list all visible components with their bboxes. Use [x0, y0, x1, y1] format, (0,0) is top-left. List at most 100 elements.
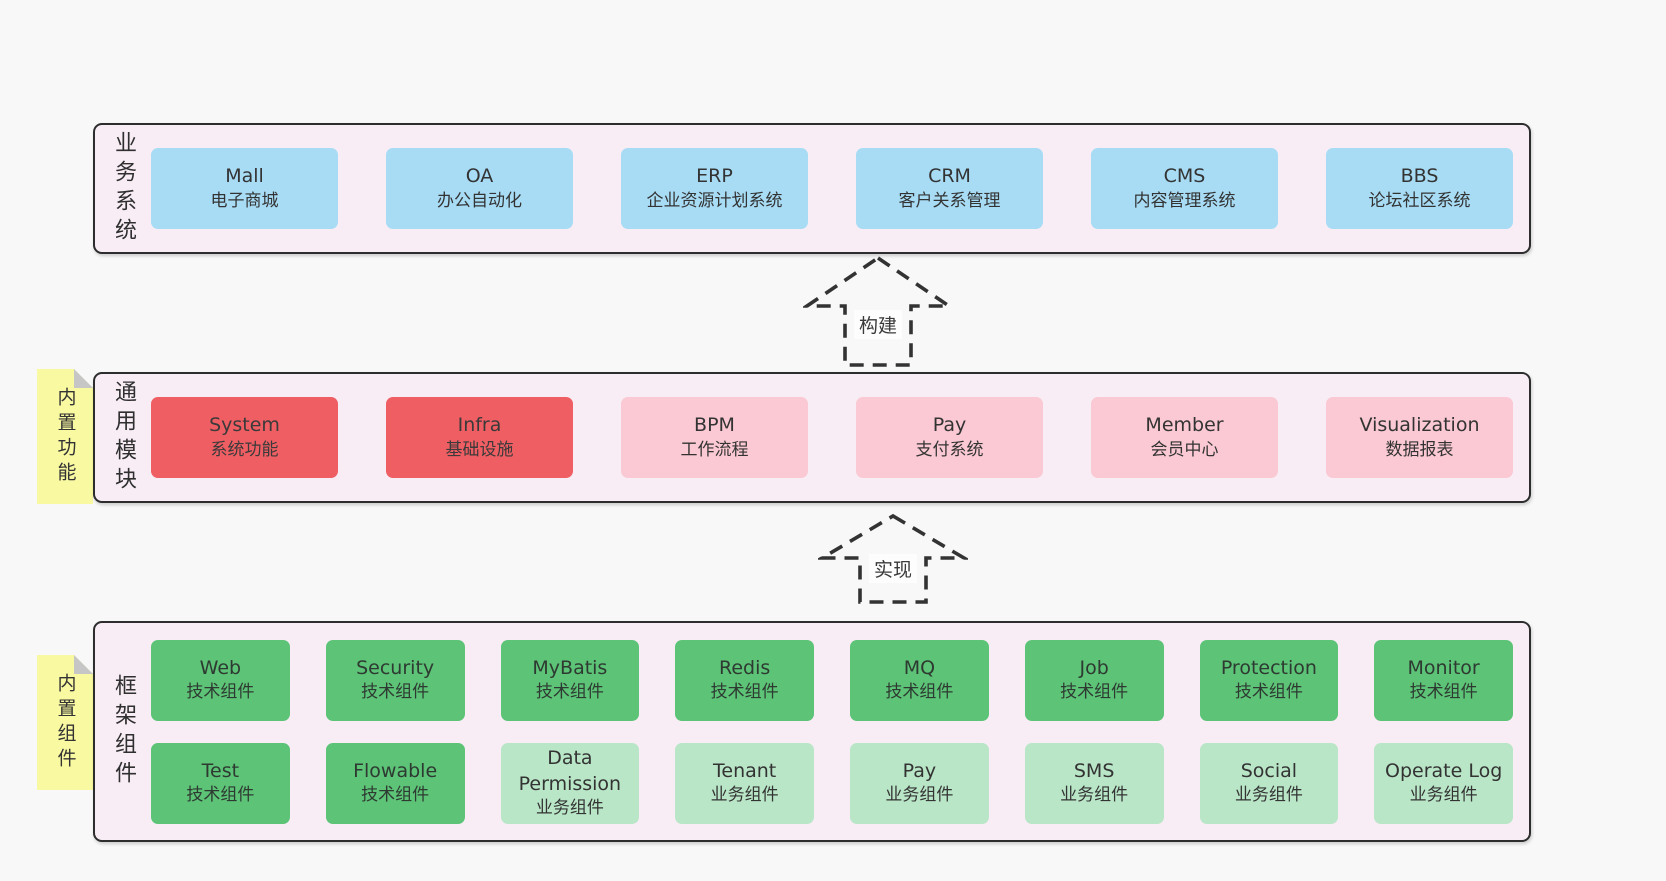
- box-pay-component: Pay 业务组件: [850, 742, 989, 824]
- box-name: MyBatis: [532, 656, 608, 679]
- layer-common-modules: 通用模块 System 系统功能 Infra 基础设施 BPM 工作流程 Pay…: [93, 372, 1531, 503]
- box-desc: 技术组件: [1409, 682, 1478, 703]
- box-name: System: [209, 414, 280, 437]
- box-job: Job 技术组件: [1024, 639, 1164, 721]
- business-boxes: Mall 电子商城 OA 办公自动化 ERP 企业资源计划系统 CRM 客户关系…: [151, 148, 1529, 229]
- layer-label-column: 框架组件: [95, 623, 151, 840]
- box-bpm: BPM 工作流程: [621, 397, 808, 478]
- component-row-biz: Test 技术组件 Flowable 技术组件 Data Permission …: [151, 742, 1513, 824]
- box-name: Test: [201, 759, 240, 782]
- arrow-label: 实现: [868, 554, 918, 583]
- box-data-permission: Data Permission 业务组件: [500, 742, 640, 824]
- box-desc: 数据报表: [1385, 439, 1454, 460]
- box-test: Test 技术组件: [151, 742, 290, 824]
- box-operate-log: Operate Log 业务组件: [1374, 742, 1513, 824]
- component-rows: Web 技术组件 Security 技术组件 MyBatis 技术组件 Redi…: [151, 639, 1529, 824]
- box-name: Data Permission: [518, 746, 622, 795]
- up-arrow-implement: 实现: [818, 512, 968, 606]
- box-security: Security 技术组件: [325, 639, 465, 721]
- box-desc: 支付系统: [915, 439, 984, 460]
- box-desc: 办公自动化: [437, 190, 522, 211]
- box-desc: 技术组件: [1060, 682, 1129, 703]
- box-member: Member 会员中心: [1091, 397, 1278, 478]
- box-name: BPM: [694, 414, 735, 437]
- box-name: MQ: [903, 656, 936, 679]
- box-name: Protection: [1220, 656, 1317, 679]
- box-erp: ERP 企业资源计划系统: [621, 148, 808, 229]
- box-social: Social 业务组件: [1199, 742, 1339, 824]
- box-desc: 会员中心: [1150, 439, 1219, 460]
- box-visualization: Visualization 数据报表: [1326, 397, 1513, 478]
- box-crm: CRM 客户关系管理: [856, 148, 1043, 229]
- box-oa: OA 办公自动化: [386, 148, 573, 229]
- up-arrow-build: 构建: [803, 254, 953, 370]
- box-desc: 技术组件: [885, 682, 954, 703]
- box-name: ERP: [696, 165, 733, 188]
- box-desc: 技术组件: [710, 682, 779, 703]
- box-sms: SMS 业务组件: [1024, 742, 1164, 824]
- box-desc: 技术组件: [361, 785, 430, 806]
- box-desc: 客户关系管理: [898, 190, 1001, 211]
- box-mq: MQ 技术组件: [850, 639, 989, 721]
- box-desc: 业务组件: [1409, 785, 1478, 806]
- box-name: Security: [356, 656, 435, 679]
- box-desc: 技术组件: [361, 682, 430, 703]
- layer-title: 业务系统: [111, 130, 136, 247]
- box-name: Mall: [225, 165, 264, 188]
- box-name: Tenant: [713, 759, 777, 782]
- box-name: Pay: [902, 759, 937, 782]
- layer-label-column: 业务系统: [95, 125, 151, 252]
- box-desc: 内容管理系统: [1133, 190, 1236, 211]
- box-desc: 技术组件: [186, 682, 255, 703]
- box-name: Infra: [457, 414, 502, 437]
- box-name: BBS: [1400, 165, 1439, 188]
- box-name: Operate Log: [1384, 759, 1503, 782]
- box-desc: 业务组件: [535, 798, 604, 819]
- box-mall: Mall 电子商城: [151, 148, 338, 229]
- box-desc: 技术组件: [535, 682, 604, 703]
- box-tenant: Tenant 业务组件: [675, 742, 814, 824]
- layer-title: 框架组件: [111, 673, 136, 790]
- box-system: System 系统功能: [151, 397, 338, 478]
- box-redis: Redis 技术组件: [675, 639, 814, 721]
- layer-title: 通用模块: [111, 379, 136, 496]
- box-name: Web: [199, 656, 242, 679]
- box-pay-system: Pay 支付系统: [856, 397, 1043, 478]
- module-boxes: System 系统功能 Infra 基础设施 BPM 工作流程 Pay 支付系统…: [151, 397, 1529, 478]
- layer-framework-components: 框架组件 Web 技术组件 Security 技术组件 MyBatis 技术组件…: [93, 621, 1531, 842]
- box-desc: 技术组件: [1234, 682, 1303, 703]
- box-infra: Infra 基础设施: [386, 397, 573, 478]
- layer-business-systems: 业务系统 Mall 电子商城 OA 办公自动化 ERP 企业资源计划系统 CRM…: [93, 123, 1531, 254]
- box-name: OA: [465, 165, 494, 188]
- sticky-note-built-in-components: 内置组件: [37, 655, 93, 790]
- box-desc: 论坛社区系统: [1368, 190, 1471, 211]
- sticky-note-label: 内置组件: [54, 672, 77, 773]
- box-desc: 业务组件: [1060, 785, 1129, 806]
- box-name: CRM: [928, 165, 971, 188]
- dashed-up-arrow-icon: [818, 513, 968, 604]
- box-desc: 电子商城: [210, 190, 279, 211]
- box-web: Web 技术组件: [151, 639, 290, 721]
- box-name: Social: [1240, 759, 1298, 782]
- box-bbs: BBS 论坛社区系统: [1326, 148, 1513, 229]
- box-desc: 业务组件: [885, 785, 954, 806]
- box-name: Member: [1145, 414, 1224, 437]
- sticky-note-label: 内置功能: [54, 386, 77, 487]
- box-desc: 系统功能: [210, 439, 279, 460]
- layer-label-column: 通用模块: [95, 374, 151, 501]
- box-name: Monitor: [1407, 656, 1480, 679]
- box-flowable: Flowable 技术组件: [325, 742, 465, 824]
- box-cms: CMS 内容管理系统: [1091, 148, 1278, 229]
- box-mybatis: MyBatis 技术组件: [500, 639, 640, 721]
- box-desc: 业务组件: [710, 785, 779, 806]
- dashed-up-arrow-icon: [803, 255, 953, 367]
- sticky-note-built-in-features: 内置功能: [37, 369, 93, 504]
- box-name: Redis: [718, 656, 771, 679]
- box-name: Flowable: [353, 759, 438, 782]
- box-name: Job: [1079, 656, 1109, 679]
- box-desc: 企业资源计划系统: [646, 190, 783, 211]
- box-protection: Protection 技术组件: [1199, 639, 1339, 721]
- component-row-tech: Web 技术组件 Security 技术组件 MyBatis 技术组件 Redi…: [151, 639, 1513, 721]
- arrow-label: 构建: [853, 310, 903, 339]
